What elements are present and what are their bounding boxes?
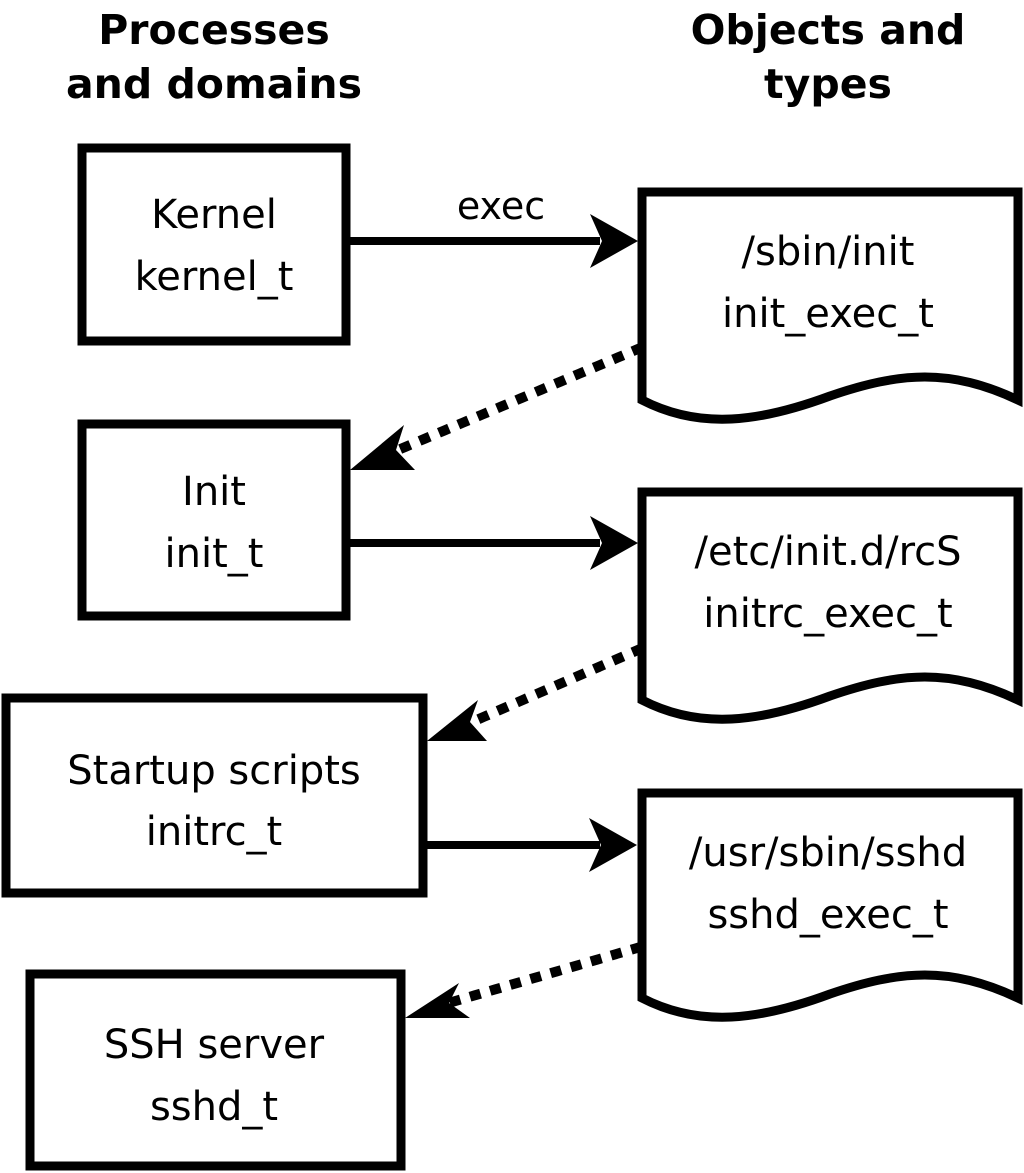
node-label-line2: initrc_t bbox=[146, 809, 283, 855]
process-node-kernel[interactable]: Kernel kernel_t bbox=[77, 143, 351, 346]
node-label-line1: /etc/init.d/rcS bbox=[694, 529, 961, 575]
node-box bbox=[1, 693, 428, 898]
node-document-shape bbox=[637, 487, 1023, 724]
node-label-line2: init_exec_t bbox=[722, 291, 934, 337]
node-label-line1: Init bbox=[182, 469, 246, 515]
edge-sshd-exec-transition-sshd bbox=[405, 941, 644, 1018]
edge-init-exec-transition-init bbox=[350, 342, 645, 470]
arrowhead bbox=[350, 425, 415, 470]
left-heading-line2: and domains bbox=[66, 60, 362, 108]
right-column-heading: Objects and types bbox=[691, 6, 966, 108]
node-label-line2: init_t bbox=[165, 531, 264, 577]
edge-label-exec: exec bbox=[457, 184, 545, 228]
process-node-init[interactable]: Init init_t bbox=[77, 419, 351, 621]
process-node-initrc[interactable]: Startup scripts initrc_t bbox=[1, 693, 428, 898]
node-label-line1: /usr/sbin/sshd bbox=[689, 830, 967, 876]
arrowhead bbox=[590, 516, 638, 570]
object-node-sshd-exec[interactable]: /usr/sbin/sshd sshd_exec_t bbox=[637, 788, 1023, 1022]
edge-line bbox=[465, 643, 645, 729]
node-label-line1: Kernel bbox=[151, 192, 277, 238]
edge-line bbox=[445, 941, 644, 1009]
node-label-line2: initrc_exec_t bbox=[703, 591, 952, 637]
arrowhead bbox=[405, 983, 470, 1018]
node-label-line1: /sbin/init bbox=[742, 229, 915, 275]
right-heading-line2: types bbox=[764, 60, 892, 108]
edge-kernel-exec-init-exec: exec bbox=[350, 184, 638, 268]
right-heading-line1: Objects and bbox=[691, 6, 966, 54]
left-column-heading: Processes and domains bbox=[66, 6, 362, 108]
process-node-sshd[interactable]: SSH server sshd_t bbox=[25, 969, 406, 1171]
node-label-line2: sshd_t bbox=[150, 1084, 278, 1130]
node-document-shape bbox=[637, 187, 1023, 424]
arrowhead bbox=[589, 818, 637, 872]
node-label-line2: kernel_t bbox=[135, 254, 294, 300]
edge-initrc-exec-sshd-exec bbox=[427, 818, 637, 872]
edge-initrc-exec-transition-initrc bbox=[427, 643, 645, 741]
object-node-initrc-exec[interactable]: /etc/init.d/rcS initrc_exec_t bbox=[637, 487, 1023, 724]
node-document-shape bbox=[637, 788, 1023, 1022]
object-node-init-exec[interactable]: /sbin/init init_exec_t bbox=[637, 187, 1023, 424]
edge-line bbox=[391, 342, 645, 457]
arrowhead bbox=[590, 214, 638, 268]
arrowhead bbox=[427, 700, 487, 741]
node-box bbox=[25, 969, 406, 1171]
node-box bbox=[77, 143, 351, 346]
edge-init-exec-initrc-exec bbox=[350, 516, 638, 570]
node-label-line2: sshd_exec_t bbox=[707, 892, 948, 938]
node-label-line1: Startup scripts bbox=[67, 748, 360, 794]
node-box bbox=[77, 419, 351, 621]
node-label-line1: SSH server bbox=[104, 1022, 325, 1068]
left-heading-line1: Processes bbox=[98, 6, 330, 54]
